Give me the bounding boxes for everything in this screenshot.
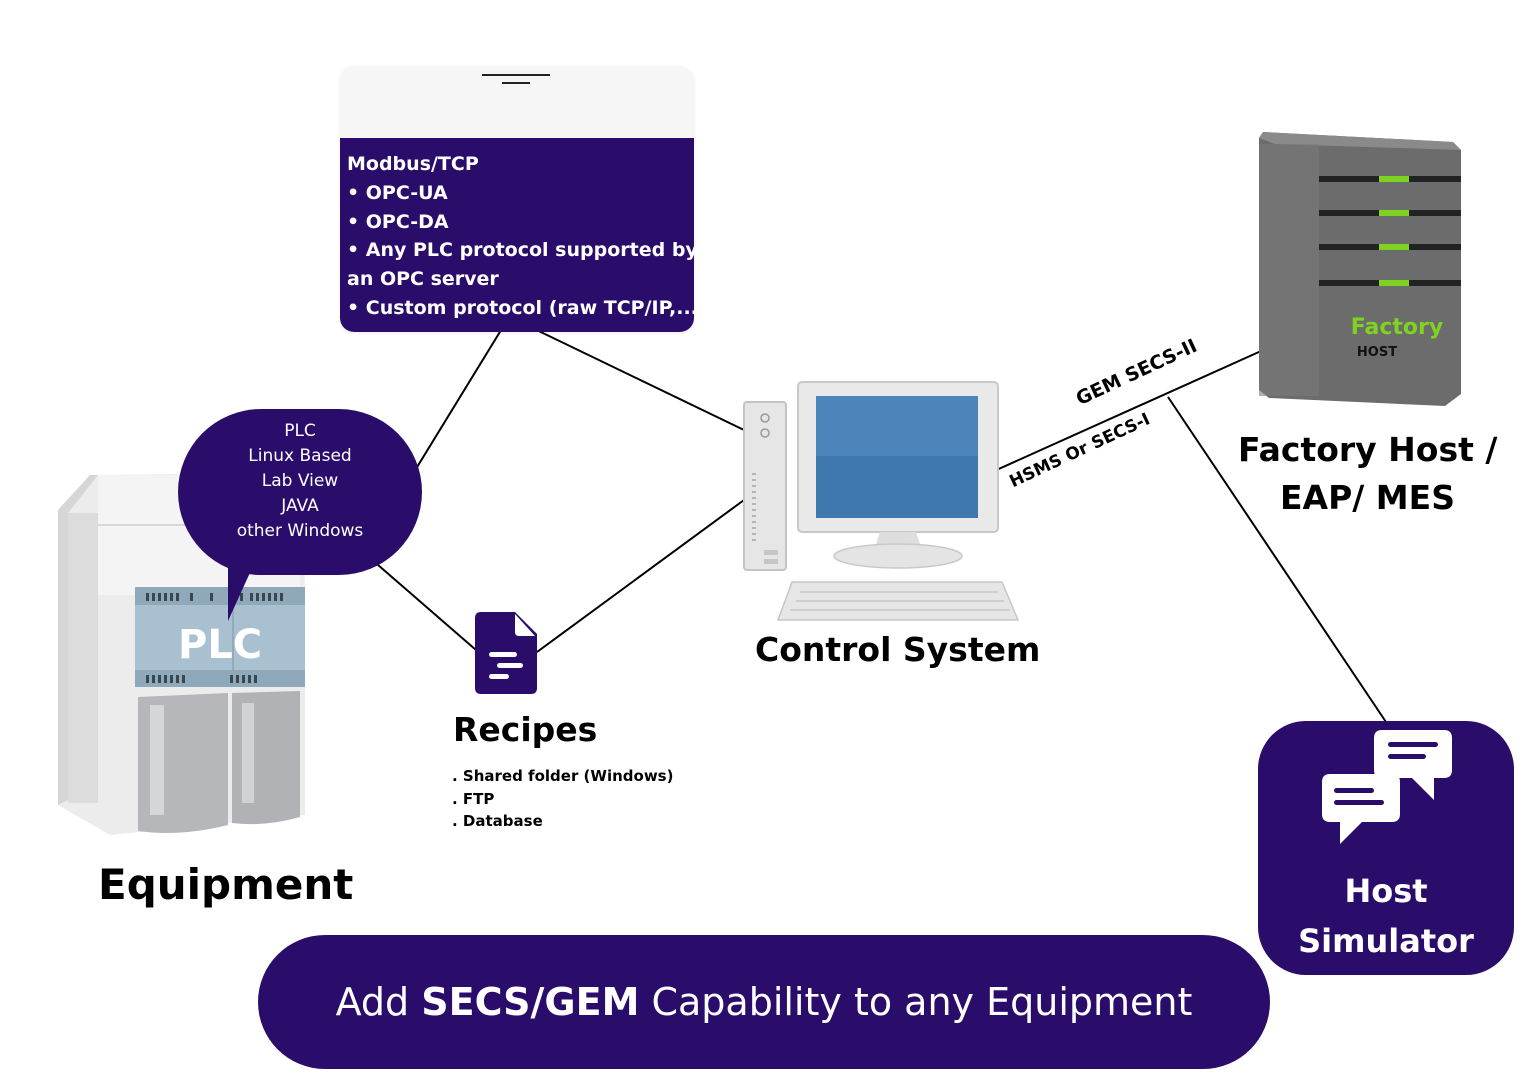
banner-bold: SECS/GEM	[421, 980, 640, 1024]
bubble-line: other Windows	[236, 521, 364, 541]
bubble-line: PLC	[284, 421, 316, 441]
host-simulator-line1: Host	[1344, 872, 1428, 910]
line-bubble-to-recipes	[369, 557, 477, 651]
recipe-item: . FTP	[452, 789, 495, 808]
protocol-item: an OPC server	[347, 268, 499, 291]
protocol-item: • Any PLC protocol supported by	[347, 239, 694, 262]
line-control-to-host	[991, 346, 1271, 473]
line-recipes-to-control	[536, 499, 745, 653]
bubble-line: Lab View	[261, 471, 339, 491]
line-protocols-to-control	[519, 321, 745, 431]
server-icon: Factory HOST	[1259, 132, 1461, 406]
protocol-item: • OPC-UA	[347, 181, 448, 204]
factory-host-label: Factory Host / EAP/ MES	[1238, 426, 1497, 522]
host-simulator-line2: Simulator	[1298, 922, 1474, 960]
recipe-item: . Database	[452, 812, 543, 830]
line-link-to-simulator	[1167, 396, 1387, 723]
banner-prefix: Add	[335, 980, 422, 1024]
recipes-list: . Shared folder (Windows) . FTP . Databa…	[452, 765, 673, 833]
banner-suffix: Capability to any Equipment	[639, 980, 1193, 1024]
server-sub-text: HOST	[1357, 345, 1397, 360]
header-line	[502, 82, 530, 84]
document-icon	[475, 612, 537, 694]
bottom-banner: Add SECS/GEM Capability to any Equipment	[258, 935, 1270, 1069]
server-brand-text: Factory	[1351, 315, 1443, 340]
protocol-item: • Custom protocol (raw TCP/IP,...)	[347, 296, 694, 319]
bubble-line: JAVA	[281, 496, 319, 516]
plc-rack-label: PLC	[178, 622, 263, 668]
computer-icon	[743, 381, 1020, 621]
plc-bubble: PLC Linux Based Lab View JAVA other Wind…	[178, 409, 422, 575]
factory-host-label-line2: EAP/ MES	[1280, 478, 1455, 517]
header-line	[482, 74, 550, 76]
protocols-title: Modbus/TCP	[347, 153, 479, 175]
protocols-card: Modbus/TCP • OPC-UA • OPC-DA • Any PLC p…	[340, 66, 694, 332]
equipment-label: Equipment	[98, 860, 354, 909]
protocol-item: • OPC-DA	[347, 210, 449, 233]
recipe-item: . Shared folder (Windows)	[452, 767, 674, 785]
factory-host-label-line1: Factory Host /	[1238, 430, 1498, 469]
chat-bubbles-icon	[1322, 730, 1452, 844]
protocols-list: Modbus/TCP • OPC-UA • OPC-DA • Any PLC p…	[340, 138, 694, 332]
bubble-line: Linux Based	[248, 446, 352, 466]
recipes-title: Recipes	[453, 710, 598, 749]
control-system-label: Control System	[755, 630, 1041, 669]
protocols-card-header	[340, 66, 694, 138]
host-simulator-label: Host Simulator	[1258, 866, 1514, 966]
